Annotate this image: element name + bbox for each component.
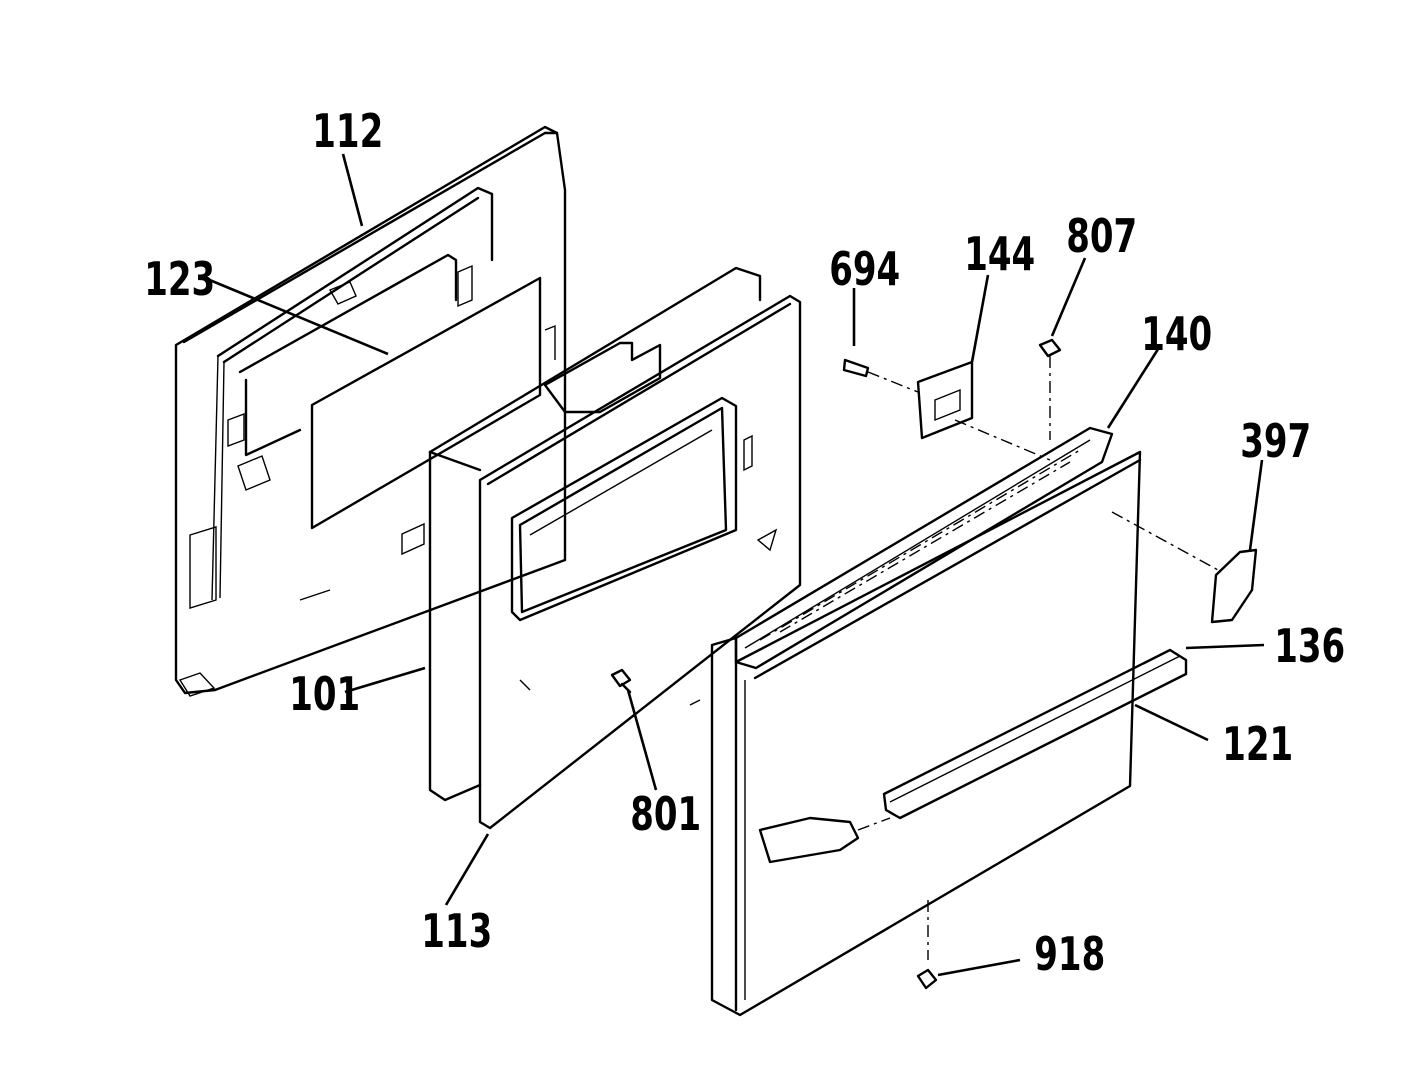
part-112-inner-liner (174, 125, 567, 697)
callout-101: 101 (289, 667, 360, 722)
part-113-inner-panel (478, 294, 802, 830)
callout-144: 144 (964, 227, 1035, 282)
callout-801: 801 (630, 787, 701, 842)
part-123-window-glass (310, 276, 542, 530)
callout-694: 694 (829, 242, 900, 297)
part-101-insulation (428, 266, 762, 802)
callout-807: 807 (1066, 209, 1137, 264)
callout-123: 123 (144, 252, 215, 307)
part-801-screw (610, 668, 632, 694)
callout-140: 140 (1141, 307, 1212, 362)
callout-121: 121 (1222, 717, 1293, 772)
callout-113: 113 (421, 904, 492, 959)
part-121-outer-panel (710, 450, 1219, 1017)
part-136-door-handle (882, 648, 1188, 820)
leader-lines (199, 153, 1265, 977)
callout-397: 397 (1240, 414, 1311, 469)
callout-918: 918 (1034, 927, 1105, 982)
part-807-screw (1038, 338, 1062, 440)
callout-112: 112 (312, 104, 383, 159)
callout-136: 136 (1274, 619, 1345, 674)
part-918-screw (916, 968, 938, 990)
part-144-hinge-bracket (916, 360, 1051, 461)
part-694-pin (842, 358, 919, 393)
callout-labels: 112 123 101 113 801 694 144 807 140 397 … (144, 104, 1345, 982)
part-397-end-cap (1210, 548, 1258, 624)
